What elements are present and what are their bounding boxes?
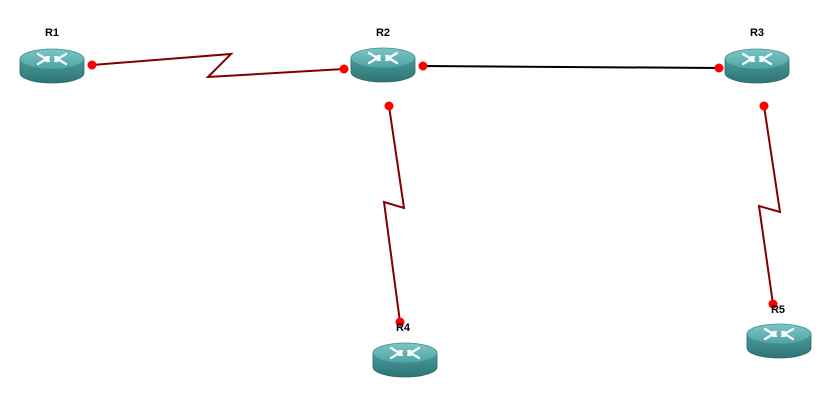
port-dot-r5[interactable]: [768, 299, 778, 309]
port-dot-r2[interactable]: [339, 64, 349, 74]
router-label-r1: R1: [44, 27, 60, 39]
links-layer: [91, 52, 782, 323]
port-dot-r3[interactable]: [759, 101, 769, 111]
router-label-r4: R4: [395, 322, 411, 334]
port-dot-r2[interactable]: [384, 101, 394, 111]
router-r5-icon[interactable]: [746, 323, 812, 359]
router-label-r5: R5: [770, 304, 786, 316]
port-dot-r2[interactable]: [418, 61, 428, 71]
port-dot-r3[interactable]: [714, 63, 724, 73]
router-r2-icon[interactable]: [350, 47, 416, 83]
router-r4-icon[interactable]: [372, 342, 438, 378]
port-dot-r4[interactable]: [395, 317, 405, 327]
router-r3-icon[interactable]: [724, 48, 790, 84]
link-r2-r4-serial[interactable]: [382, 105, 406, 323]
router-label-r2: R2: [375, 27, 391, 39]
link-r2-r3-ethernet[interactable]: [422, 65, 720, 69]
port-dot-r1[interactable]: [87, 60, 97, 70]
link-r3-r5-serial[interactable]: [757, 105, 782, 305]
router-r1-icon[interactable]: [19, 48, 85, 84]
ports-layer: [87, 60, 778, 327]
link-r1-r2-serial[interactable]: [91, 52, 345, 79]
routers-layer: [19, 47, 812, 378]
router-label-r3: R3: [749, 27, 765, 39]
